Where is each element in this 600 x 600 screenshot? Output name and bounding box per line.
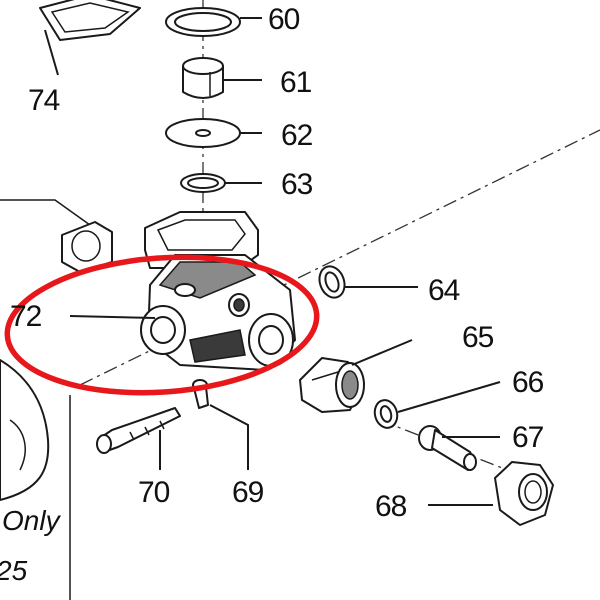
part-74-gasket — [39, 0, 141, 41]
side-note-line2: 25 — [0, 555, 28, 586]
callout-63: 63 — [281, 168, 313, 201]
side-panel: Only 25 — [0, 199, 91, 600]
part-67-nipple — [418, 425, 477, 471]
part-72-pump-head — [140, 211, 296, 371]
part-64-oring — [318, 265, 346, 299]
part-61-plug — [182, 57, 224, 99]
leader-lines — [44, 17, 501, 506]
part-62-washer — [165, 118, 241, 148]
callout-62: 62 — [281, 119, 313, 152]
callout-69: 69 — [232, 476, 264, 509]
callout-60: 60 — [268, 3, 300, 36]
callout-66: 66 — [512, 366, 544, 399]
callout-68: 68 — [375, 490, 407, 523]
callout-72: 72 — [10, 300, 42, 333]
part-70-bolt — [96, 407, 181, 454]
part-69-pin — [192, 379, 209, 409]
part-66-washer — [373, 399, 399, 429]
callout-74: 74 — [28, 84, 60, 117]
callout-67: 67 — [512, 421, 544, 454]
part-63-oring — [180, 173, 226, 193]
part-60-oring — [165, 7, 241, 37]
part-68-capnut — [494, 461, 554, 526]
highlight-ellipse — [4, 254, 320, 396]
side-note-line1: Only — [2, 505, 62, 536]
callout-64: 64 — [428, 274, 460, 307]
part-65-fitting — [299, 357, 365, 413]
callout-70: 70 — [138, 476, 170, 509]
axis-centerline-main — [79, 129, 600, 386]
callout-61: 61 — [280, 66, 312, 99]
callout-65: 65 — [462, 321, 494, 354]
